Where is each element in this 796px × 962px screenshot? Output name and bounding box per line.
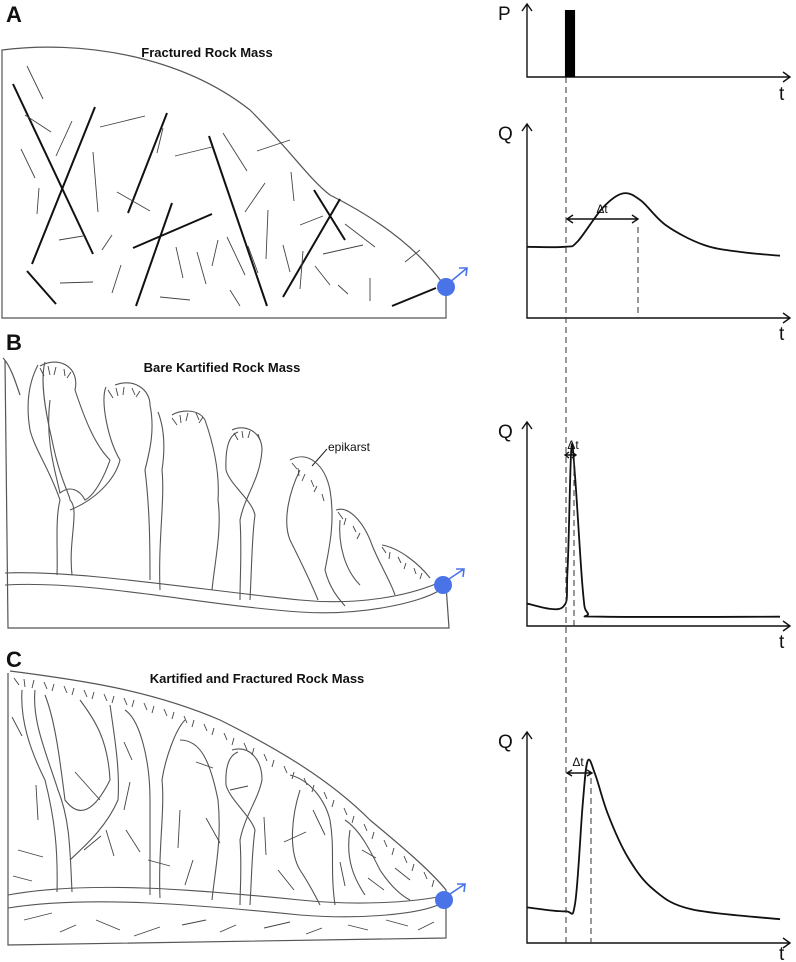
karst-rock-mass-outline (2, 357, 450, 629)
panel-a-letter: A (6, 2, 22, 27)
karst-fractured-outline (7, 670, 447, 946)
q-axis-label-c: Q (498, 732, 513, 753)
lag-label-b: Δt (567, 438, 579, 452)
lag-label-c: Δt (572, 755, 584, 769)
time-label-b: t (779, 632, 785, 653)
precip-time-label: t (779, 84, 785, 105)
panel-b-letter: B (6, 330, 22, 355)
hydrograph-c-axes (526, 732, 790, 944)
panel-c-letter: C (6, 647, 22, 672)
panel-a: A Fractured Rock Mass (1, 2, 468, 319)
fractured-rock-mass-outline (1, 46, 447, 319)
q-axis-label-b: Q (498, 422, 513, 443)
karst-conduits (4, 361, 441, 614)
time-label-a: t (779, 324, 785, 345)
panel-a-title: Fractured Rock Mass (141, 45, 273, 60)
panel-c: C Kartified and Fractured Rock Mass (6, 647, 466, 946)
lag-arrow-a (565, 214, 640, 224)
epikarst-zone (39, 365, 423, 580)
fracture-lines (12, 65, 437, 307)
discharge-curve-b (526, 442, 781, 618)
lag-label-a: Δt (596, 202, 608, 216)
hydrograph-b: Q t Δt (498, 420, 792, 653)
outflow-arrow-c-icon (446, 883, 466, 897)
precip-axes (526, 4, 790, 78)
lag-arrow-c (565, 769, 594, 777)
discharge-curve-a (526, 192, 781, 257)
lag-arrow-b (563, 451, 578, 459)
karst-conduits-c (7, 689, 441, 918)
hydrograph-c: Q t Δt (498, 730, 792, 962)
q-axis-label-a: Q (498, 124, 513, 145)
outflow-arrow-b-icon (445, 568, 465, 582)
panel-c-title: Kartified and Fractured Rock Mass (150, 671, 365, 686)
epikarst-pointer (311, 448, 328, 467)
hydrograph-b-axes (526, 422, 790, 627)
time-label-c: t (779, 944, 785, 962)
precipitation-pulse (564, 10, 576, 77)
panel-b-title: Bare Kartified Rock Mass (144, 360, 301, 375)
discharge-curve-c (526, 758, 781, 921)
hydrograph-a-axes (526, 124, 790, 319)
fracture-lines-c (11, 716, 435, 937)
precipitation-chart: P t (498, 2, 792, 105)
panel-b: B Bare Kartified Rock Mass epikarst (2, 330, 465, 629)
hydrograph-a: Q t Δt (498, 122, 792, 345)
outflow-arrow-a-icon (448, 267, 468, 284)
epikarst-annotation: epikarst (328, 440, 371, 454)
precip-axis-label: P (498, 4, 511, 25)
